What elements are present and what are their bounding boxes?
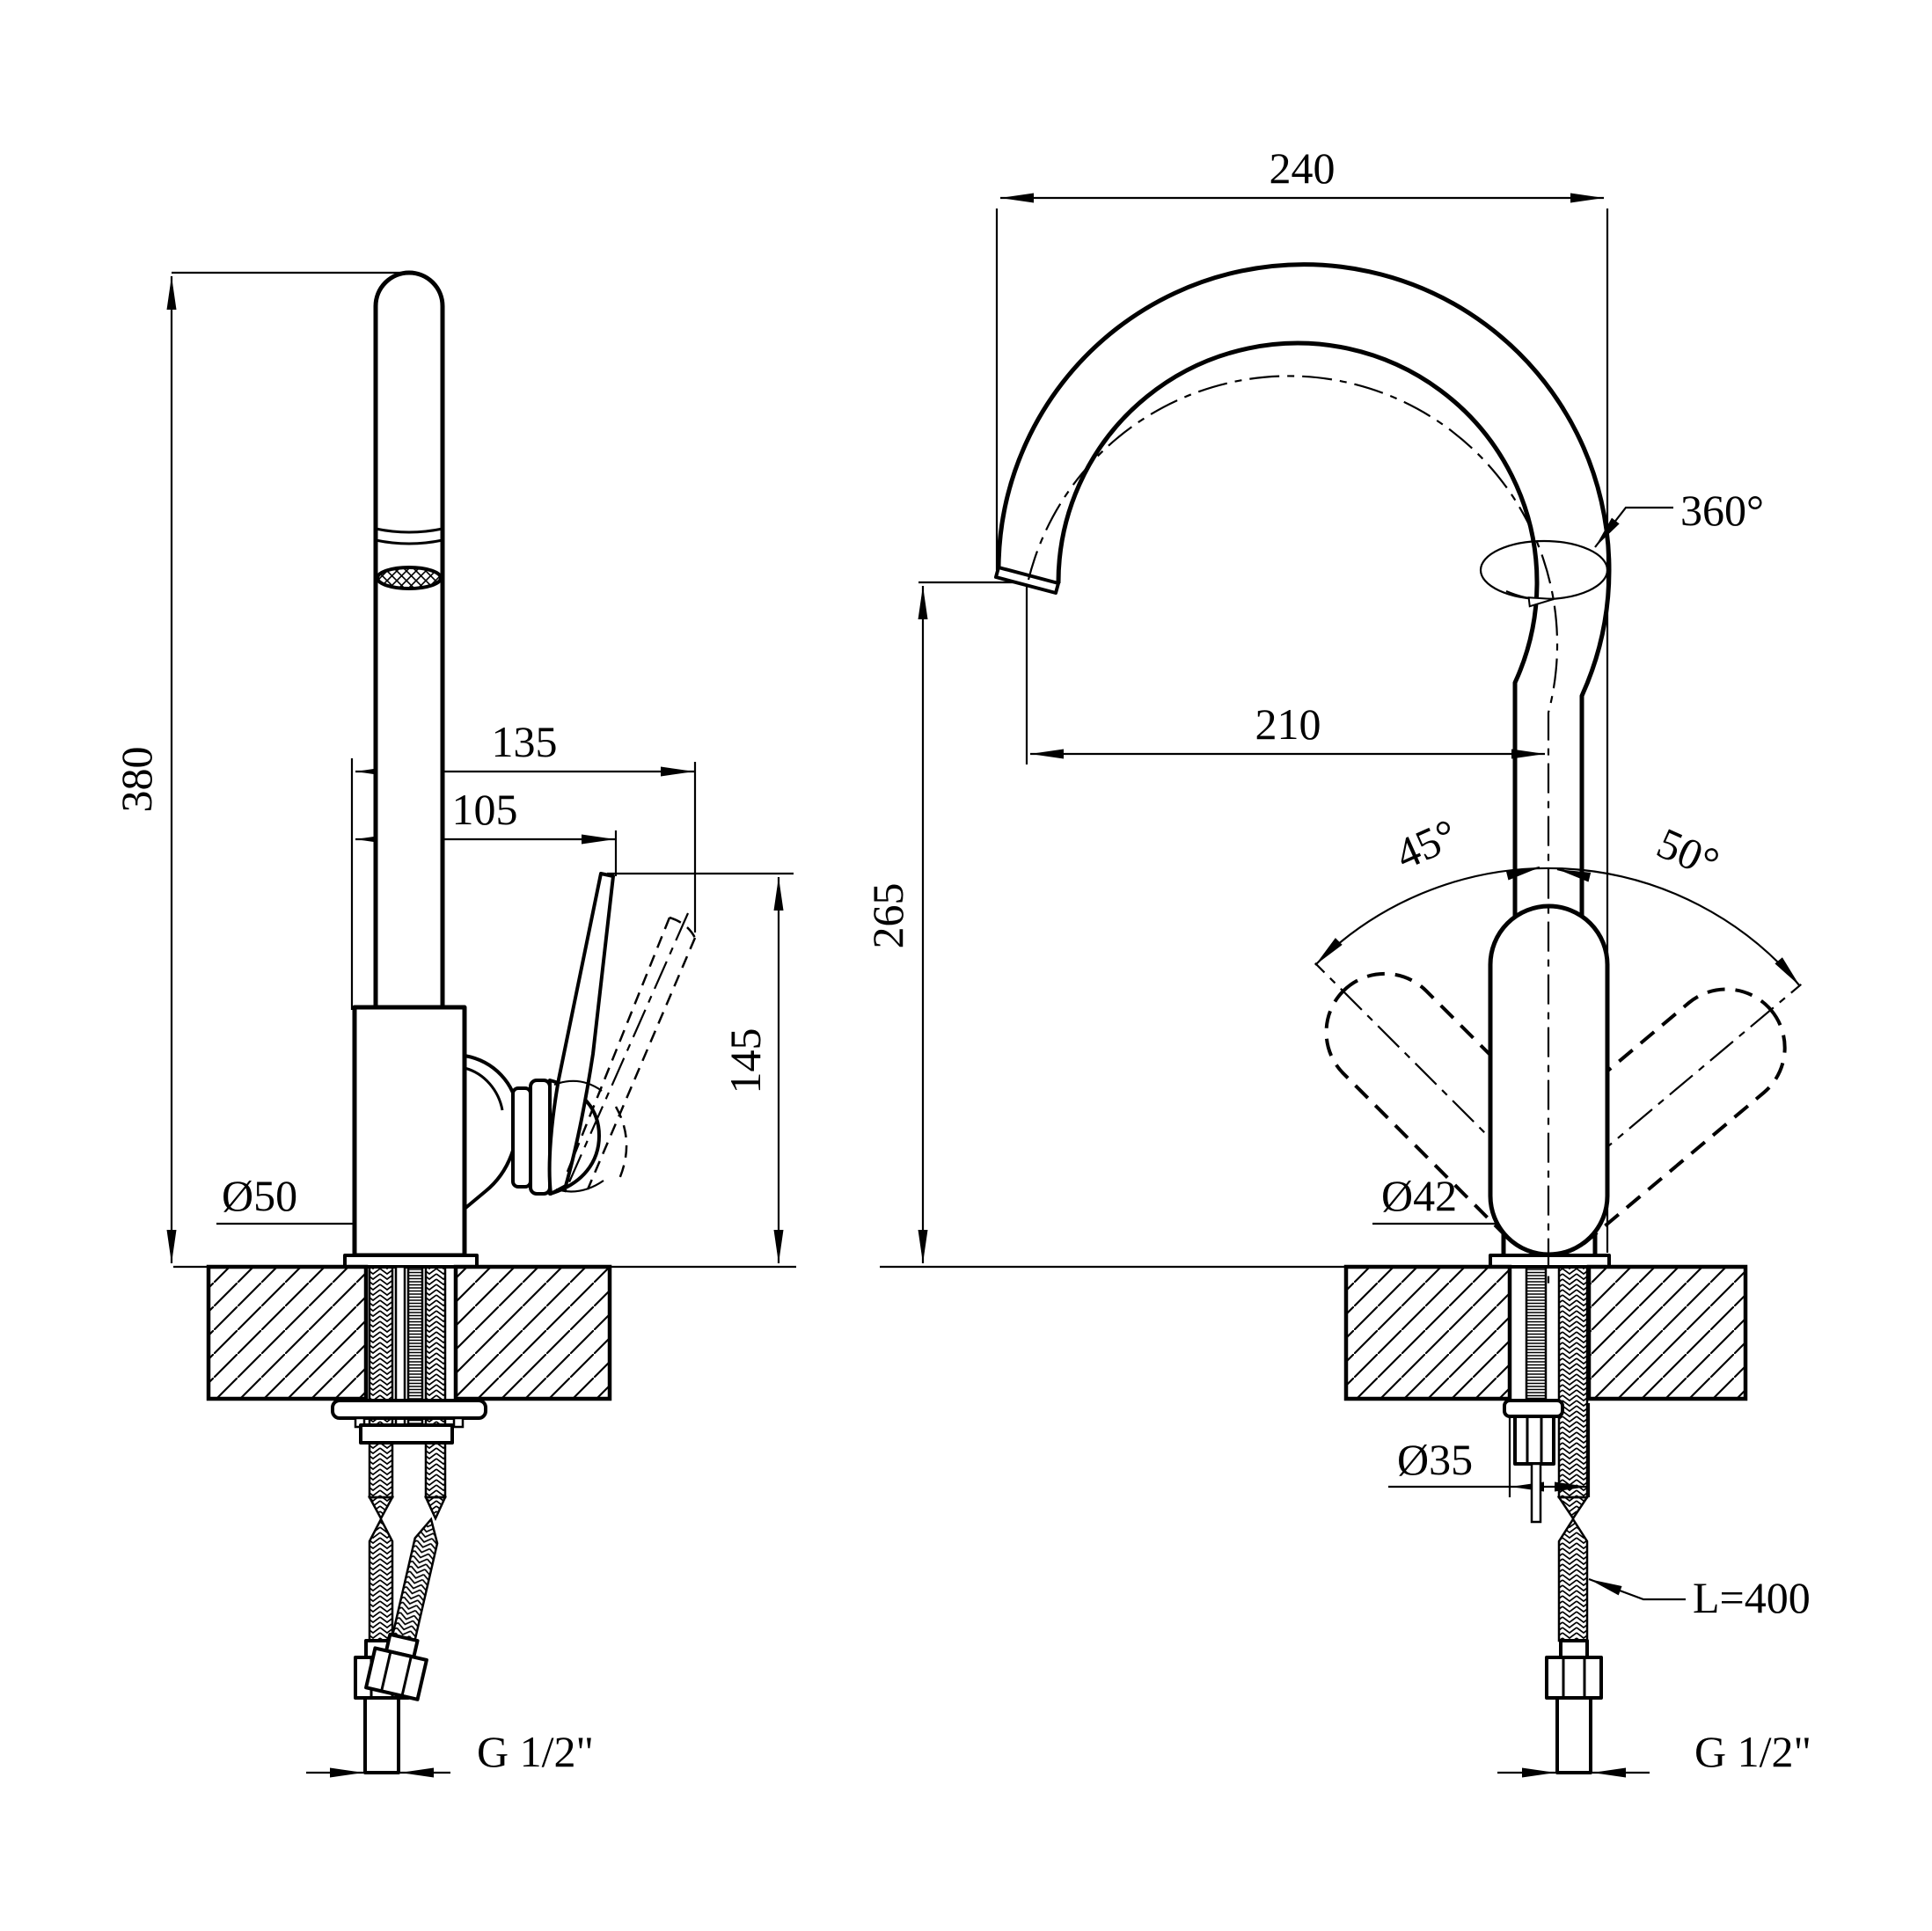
countertop-front (1343, 1264, 1748, 1401)
spout-outlet (994, 566, 1060, 595)
mount-nut-front (1513, 1415, 1555, 1466)
mount-washer-front (1503, 1399, 1564, 1418)
spout-centerline (1027, 375, 1559, 1286)
handle-lever-raised (563, 912, 697, 1193)
label-105: 105 (452, 785, 518, 834)
dim-thread-front: G 1/2" (1497, 1727, 1811, 1778)
hose-nipple-left (363, 1696, 400, 1774)
mount-stud-front (1525, 1265, 1548, 1401)
cartridge-dome (463, 1054, 520, 1211)
label-g12-front: G 1/2" (1694, 1727, 1811, 1776)
handle-lever (547, 872, 615, 1196)
dim-handle-reach-135: 135 (350, 717, 697, 1010)
swivel-indicator: 360° (1479, 486, 1764, 608)
hose-nut-front (1545, 1656, 1603, 1700)
front-view: 45° 50° 360° (994, 262, 1802, 1286)
countertop-side (206, 1264, 612, 1401)
hose-ferrule-front (1559, 1639, 1589, 1659)
label-d35: Ø35 (1397, 1435, 1473, 1484)
label-380: 380 (112, 747, 161, 813)
dim-total-height-380: 380 (112, 271, 406, 1263)
dim-thread-side: G 1/2" (306, 1727, 594, 1778)
hose-lower-right (364, 1517, 439, 1701)
dim-spout-height-265: 265 (863, 581, 1029, 1263)
side-under-counter: G 1/2" (306, 1265, 594, 1778)
handle-cap-arcs (553, 1079, 604, 1193)
hose-lower-left (368, 1517, 394, 1642)
mount-rod-front (1530, 1462, 1542, 1524)
base-flange-front (1489, 1254, 1611, 1269)
mount-washer (331, 1399, 487, 1420)
front-under-counter: L=400 G 1/2" (1497, 1265, 1811, 1778)
label-145: 145 (721, 1028, 770, 1094)
label-d42: Ø42 (1381, 1171, 1457, 1220)
label-265: 265 (863, 883, 912, 949)
label-50deg: 50° (1650, 818, 1727, 889)
aerator-ring (375, 527, 443, 545)
gooseneck-spout (994, 262, 1612, 917)
dim-hole-diameter-35: Ø35 (1388, 1403, 1591, 1497)
label-360deg: 360° (1680, 486, 1764, 535)
label-45deg: 45° (1388, 809, 1465, 880)
dim-handle-reach-105: 105 (355, 785, 618, 876)
hose-lower-front (1557, 1517, 1589, 1642)
handle-collar (529, 1079, 552, 1196)
leader-360 (1594, 506, 1673, 548)
spout-column (373, 270, 445, 1007)
aerator-screen (376, 566, 443, 590)
supply-hose-right (424, 1265, 447, 1499)
dim-body-height-145: 145 (607, 872, 794, 1263)
cartridge-collar (511, 1086, 532, 1189)
label-210: 210 (1255, 699, 1321, 749)
label-g12-side: G 1/2" (477, 1727, 594, 1776)
leader-hose-length: L=400 (1588, 1573, 1811, 1622)
supply-hose-left (368, 1265, 394, 1499)
dim-spout-reach-210: 210 (1025, 586, 1545, 764)
side-view (343, 270, 697, 1269)
supply-hose-front (1557, 1265, 1589, 1499)
base-cylinder (1501, 1233, 1598, 1255)
faucet-body (352, 1005, 467, 1258)
label-240: 240 (1270, 143, 1336, 193)
swivel-arrow (1505, 589, 1555, 608)
hose-nipple-front (1555, 1696, 1592, 1774)
label-135: 135 (492, 717, 558, 766)
mount-nut (359, 1423, 454, 1445)
dome-inner-line (464, 1066, 504, 1111)
label-L400: L=400 (1693, 1573, 1811, 1622)
label-d50: Ø50 (222, 1171, 297, 1220)
